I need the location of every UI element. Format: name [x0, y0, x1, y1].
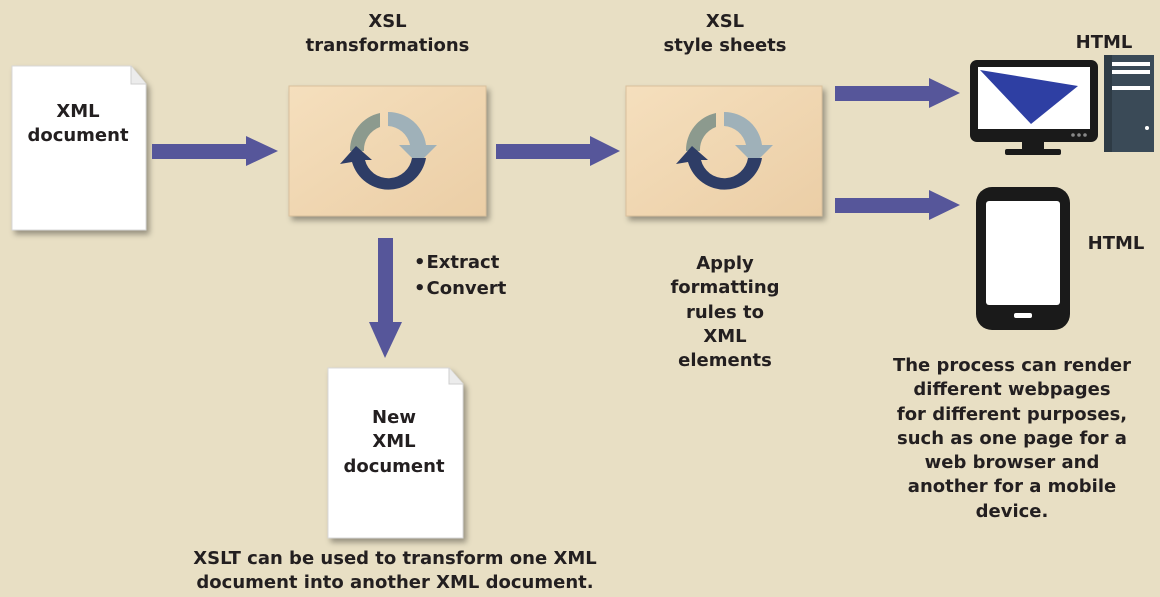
stylesheets-caption: Apply formatting rules to XML elements	[670, 253, 780, 372]
new-xml-document	[327, 367, 464, 539]
arrow-doc-to-transform	[152, 136, 278, 166]
new-doc-caption: XSLT can be used to transform one XML do…	[193, 548, 597, 594]
outputs-caption: The process can render different webpage…	[892, 355, 1132, 522]
stylesheets-title: XSL style sheets	[663, 11, 787, 57]
arrow-to-mobile	[835, 190, 960, 220]
source-xml-document	[11, 65, 147, 231]
desktop-monitor-icon	[970, 60, 1098, 155]
new-doc-label: New XML document	[343, 407, 445, 477]
bullet-convert: Convert	[414, 276, 507, 302]
transform-box	[288, 85, 487, 217]
desktop-output-label: HTML	[1075, 32, 1133, 53]
arrow-to-desktop	[835, 78, 960, 108]
bullet-extract: Extract	[414, 250, 506, 276]
transform-bullets: Extract Convert	[414, 250, 507, 302]
mobile-output-label: HTML	[1087, 233, 1145, 254]
desktop-tower-icon	[1104, 55, 1154, 152]
arrow-transform-to-stylesheets	[496, 136, 620, 166]
stylesheets-cycle-icon	[676, 111, 773, 190]
mobile-phone-icon	[976, 187, 1070, 330]
transform-cycle-icon	[340, 111, 437, 190]
source-doc-label: XML document	[27, 101, 129, 147]
stylesheets-box	[625, 85, 823, 217]
transform-title: XSL transformations	[305, 11, 470, 57]
arrow-transform-to-new-doc	[369, 238, 402, 358]
